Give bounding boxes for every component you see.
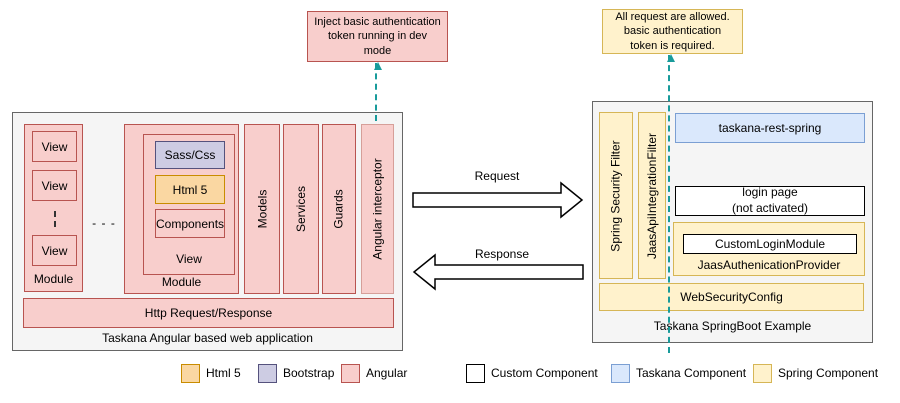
springboot-container: Spring Security Filter JaasApiIntegratio… — [592, 101, 873, 343]
view-box: View — [32, 131, 77, 162]
pillar-spring-security-filter: Spring Security Filter — [599, 112, 633, 279]
legend-label: Taskana Component — [636, 366, 747, 380]
legend-label: Bootstrap — [283, 366, 335, 380]
legend-swatch-taskana — [611, 363, 630, 383]
legend-swatch-spring — [753, 363, 772, 383]
legend-item-custom-component: Custom Component — [466, 362, 598, 384]
module-small: View View View Module — [24, 124, 83, 292]
springboot-title: Taskana SpringBoot Example — [653, 319, 812, 333]
taskana-rest-spring-box: taskana-rest-spring — [675, 113, 865, 143]
legend-label: Custom Component — [491, 366, 598, 380]
legend-swatch-html5 — [181, 363, 200, 383]
module-big: Sass/Css Html 5 Components View Module — [124, 124, 239, 294]
dashed-connector-dev-note — [374, 62, 382, 121]
angular-app-container: View View View Module - - - Sass/Css Htm… — [12, 112, 403, 351]
legend-item-spring-component: Spring Component — [753, 362, 878, 384]
dashed-connector-request-note — [667, 54, 675, 353]
jaas-authentication-provider-box: CustomLoginModule JaasAuthenicationProvi… — [673, 222, 865, 276]
request-label: Request — [474, 168, 520, 183]
view-box: View — [32, 235, 77, 266]
html5-box: Html 5 — [155, 175, 225, 204]
separator-dots: - - - — [92, 216, 116, 230]
legend-label: Html 5 — [206, 366, 241, 380]
web-security-config-bar: WebSecurityConfig — [599, 283, 864, 311]
legend-item-bootstrap: Bootstrap — [258, 362, 334, 384]
module-label: Module — [161, 275, 202, 289]
annotation-dev-note: Inject basic authentication token runnin… — [307, 11, 448, 62]
annotation-request-note: All request are allowed. basic authentic… — [602, 9, 743, 54]
sass-css-box: Sass/Css — [155, 141, 225, 169]
pillar-guards: Guards — [322, 124, 356, 294]
legend-swatch-bootstrap — [258, 363, 277, 383]
angular-app-title: Taskana Angular based web application — [102, 331, 313, 345]
pillar-label: Angular interceptor — [370, 158, 385, 260]
components-box: Components — [155, 209, 225, 238]
view-box: View — [32, 170, 77, 201]
legend-swatch-custom — [466, 363, 485, 383]
pillar-services: Services — [283, 124, 319, 294]
pillar-models: Models — [244, 124, 280, 294]
legend-swatch-angular — [341, 363, 360, 383]
pillar-label: JaasApiIntegrationFilter — [645, 132, 660, 259]
arrow-up-icon — [667, 54, 675, 62]
arrow-up-icon — [374, 62, 382, 70]
module-label: Module — [33, 272, 74, 286]
legend-item-taskana-component: Taskana Component — [611, 362, 746, 384]
response-label: Response — [474, 246, 530, 261]
legend-label: Angular — [366, 366, 408, 380]
legend-label: Spring Component — [778, 366, 879, 380]
legend-item-html5: Html 5 — [181, 362, 241, 384]
pillar-angular-interceptor: Angular interceptor — [361, 124, 394, 294]
http-request-response-bar: Http Request/Response — [23, 298, 394, 328]
login-page-box: login page (not activated) — [675, 185, 865, 216]
pillar-label: Services — [294, 185, 309, 233]
view-label: View — [176, 252, 202, 266]
pillar-label: Guards — [332, 189, 347, 229]
vertical-ellipsis-icon — [54, 211, 56, 227]
custom-login-module-box: CustomLoginModule — [683, 234, 857, 254]
view-container: Sass/Css Html 5 Components View — [143, 134, 235, 275]
pillar-label: Spring Security Filter — [609, 139, 623, 252]
request-arrow-icon — [412, 181, 584, 219]
legend-item-angular: Angular — [341, 362, 407, 384]
response-arrow-icon — [412, 253, 584, 291]
pillar-jaas-api-integration-filter: JaasApiIntegrationFilter — [638, 112, 666, 279]
provider-label: JaasAuthenicationProvider — [697, 258, 841, 272]
pillar-label: Models — [255, 189, 269, 229]
